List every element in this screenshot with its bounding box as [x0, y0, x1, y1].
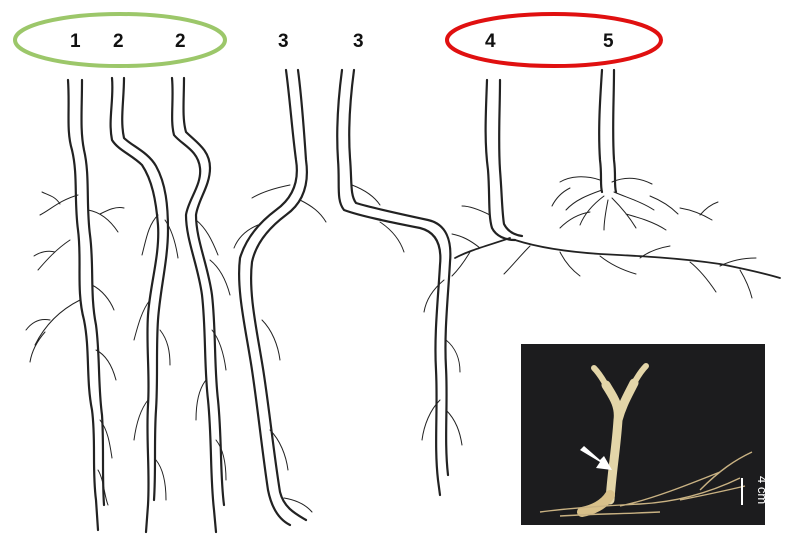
scale-label: 4 cm — [755, 476, 770, 504]
label-3b: 3 — [353, 31, 364, 52]
root-drawing-3b — [337, 70, 462, 495]
inset-photo: 4 cm — [521, 344, 770, 525]
label-2a: 2 — [113, 31, 124, 52]
root-drawing-3a — [234, 70, 326, 525]
root-drawing-1 — [26, 80, 124, 530]
label-5: 5 — [603, 31, 614, 52]
root-drawing-5 — [552, 70, 718, 230]
root-drawing-2a — [111, 78, 178, 532]
label-4: 4 — [485, 31, 496, 52]
group-ellipse-red — [447, 14, 661, 66]
label-3a: 3 — [278, 31, 289, 52]
root-drawing-2b — [172, 78, 230, 532]
label-1: 1 — [70, 31, 81, 52]
label-2b: 2 — [175, 31, 186, 52]
